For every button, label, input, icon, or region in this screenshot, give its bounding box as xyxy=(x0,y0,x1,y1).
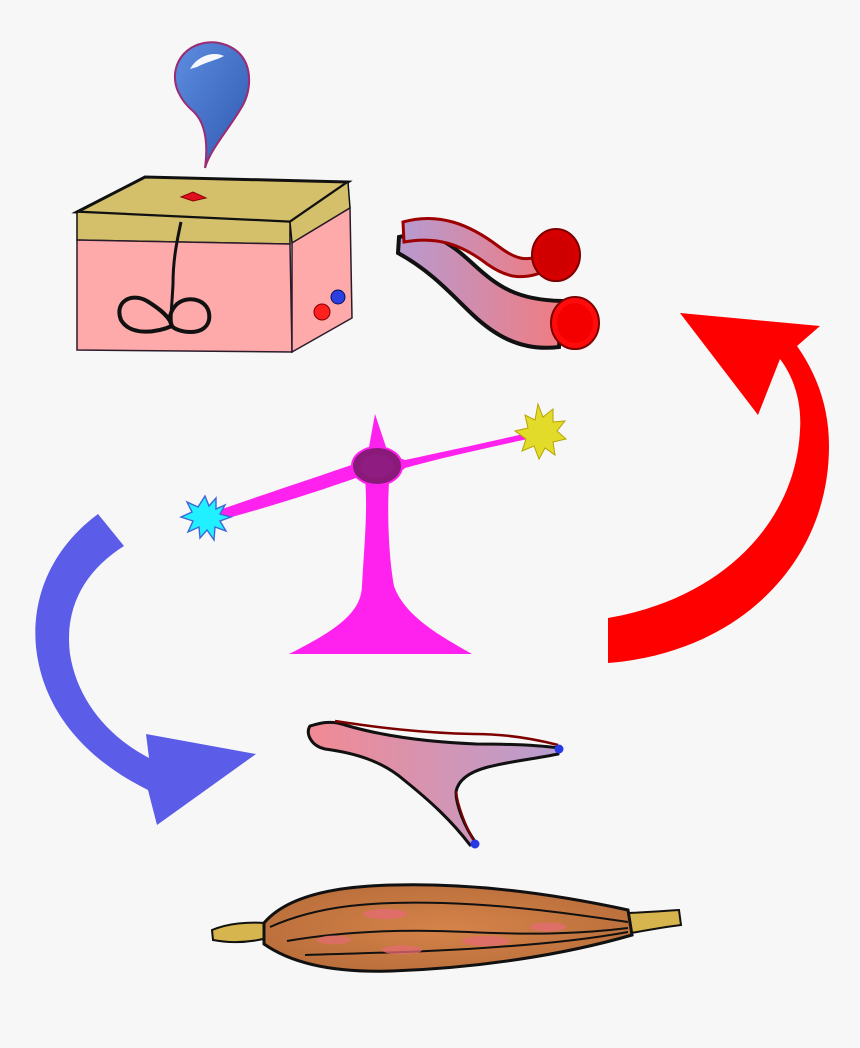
skin-block-icon xyxy=(71,175,353,354)
blue-curved-arrow-icon xyxy=(35,514,256,825)
muscle-icon xyxy=(210,883,683,973)
sweat-drop-icon xyxy=(174,41,251,169)
neuron-icon xyxy=(205,414,541,654)
cyan-spark-icon xyxy=(179,494,234,543)
branching-vessel-icon xyxy=(306,719,564,849)
red-curved-arrow-icon xyxy=(608,313,829,663)
blood-vessels-icon xyxy=(395,216,600,350)
yellow-spark-icon xyxy=(513,402,568,461)
